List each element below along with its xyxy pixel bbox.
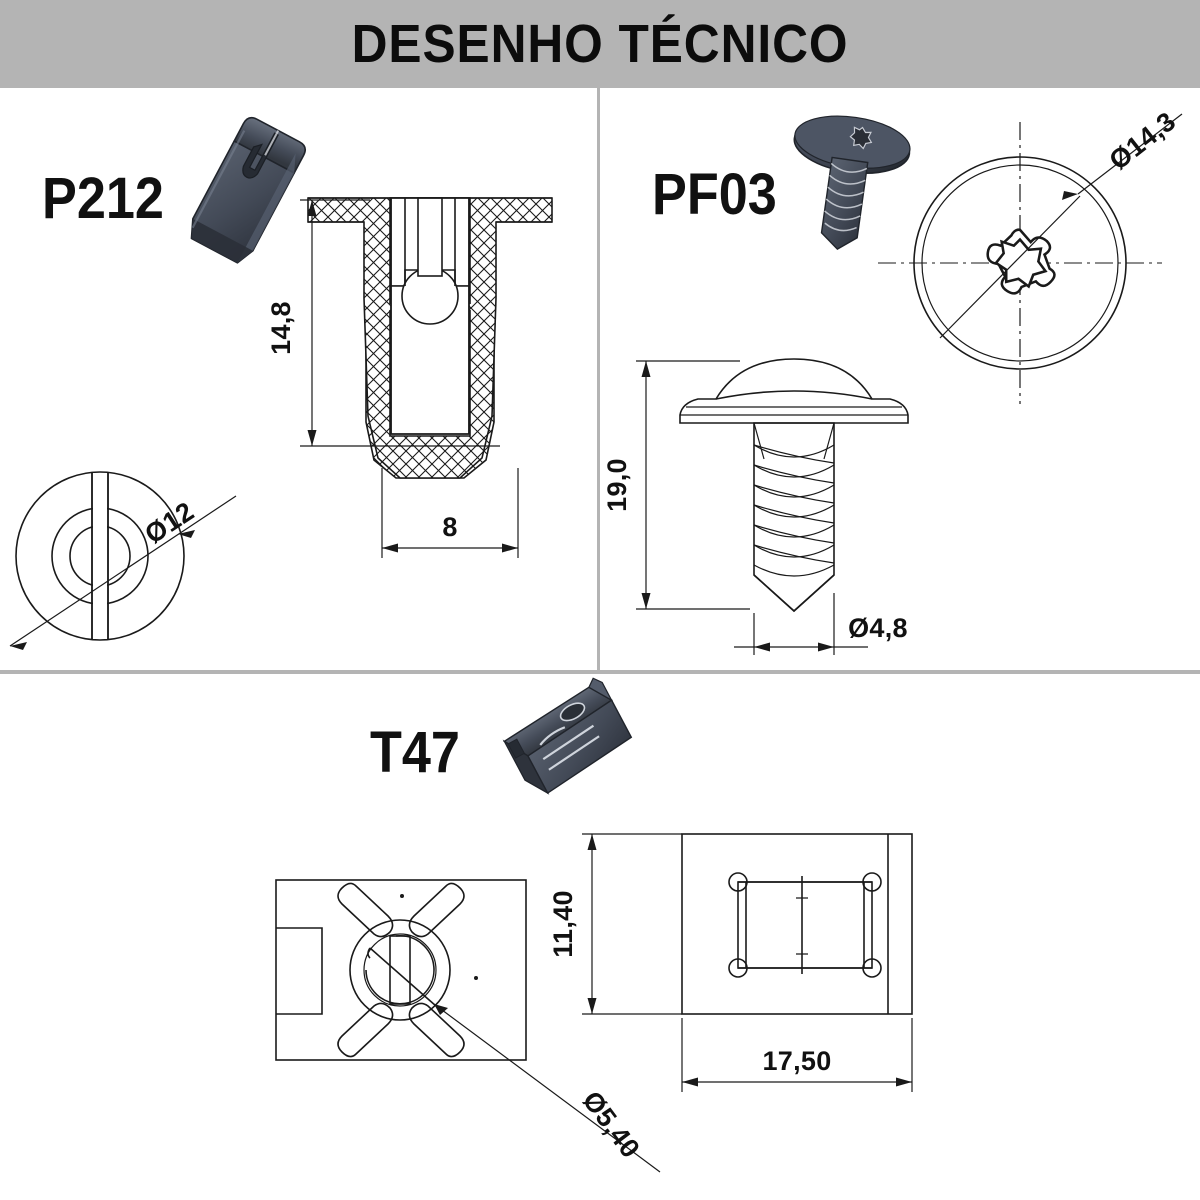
pf03-top-view: Ø14,3: [878, 106, 1183, 404]
page-title: DESENHO TÉCNICO: [351, 14, 849, 74]
dim-pf03-thread-diameter: Ø4,8: [848, 613, 908, 643]
part-label-pf03: PF03: [652, 162, 777, 227]
dim-p212-diameter: Ø12: [139, 496, 199, 550]
panel-t47: T47: [0, 674, 1200, 1200]
p212-isometric-render: [190, 116, 307, 264]
t47-side-view: 11,40 17,50: [548, 833, 913, 1092]
dim-1140-group: 11,40: [548, 833, 682, 1015]
t47-front-view: Ø5,40: [275, 879, 661, 1173]
panel-pf03: PF03: [600, 88, 1200, 672]
dim-pf03-head-diameter: Ø14,3: [1104, 106, 1182, 176]
dim-pf03-length: 19,0: [602, 458, 632, 512]
dim-148-group: 14,8: [266, 199, 500, 447]
t47-isometric-render: [502, 677, 633, 795]
part-label-t47: T47: [370, 720, 460, 785]
pf03-front-view: 19,0 Ø4,8: [602, 358, 909, 655]
dim-190-group: 19,0: [602, 360, 750, 610]
dim-p212-height: 14,8: [266, 301, 296, 355]
p212-section-view: 14,8 8: [266, 197, 553, 558]
vertical-divider: [597, 88, 600, 672]
p212-bottom-view: Ø12: [9, 471, 237, 650]
dim-d12-group: Ø12: [9, 495, 237, 650]
dim-1750-group: 17,50: [681, 1018, 913, 1092]
pf03-isometric-render: [793, 115, 911, 250]
dim-8-group: 8: [381, 468, 519, 558]
panel-p212: P212: [0, 88, 597, 672]
dim-t47-width: 17,50: [762, 1046, 831, 1076]
dim-t47-height: 11,40: [548, 890, 578, 958]
horizontal-divider: [0, 670, 1200, 674]
dim-d48-group: Ø4,8: [734, 593, 908, 655]
header-band: DESENHO TÉCNICO: [0, 0, 1200, 88]
part-label-p212: P212: [42, 166, 164, 231]
dim-p212-width: 8: [442, 512, 457, 542]
